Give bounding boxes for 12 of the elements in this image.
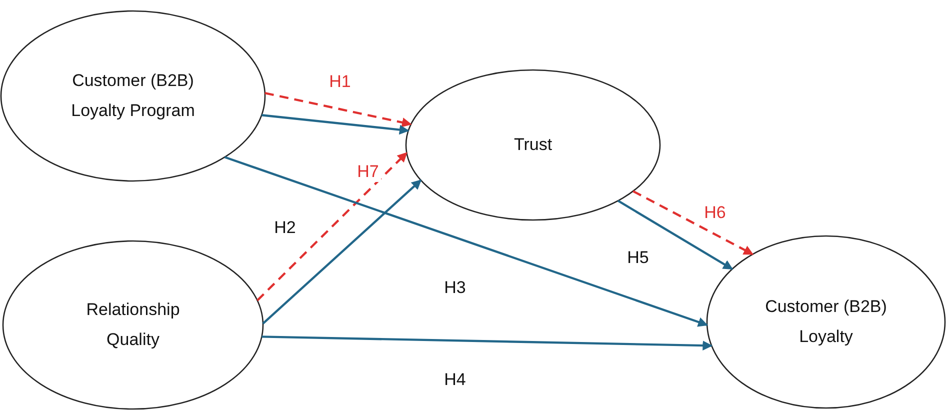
arrow	[262, 336, 713, 350]
arrow	[224, 156, 708, 327]
arrow	[262, 114, 410, 135]
construct-label: Customer (B2B) Loyalty	[764, 296, 888, 348]
dashed-arrow	[632, 190, 754, 256]
arrow	[617, 200, 734, 270]
dashed-arrow	[256, 152, 408, 302]
arrow	[262, 179, 422, 324]
construct-label: Relationship Quality	[85, 299, 181, 351]
construct-label: Trust	[512, 134, 554, 156]
dashed-arrow	[264, 92, 412, 128]
construct-label: Customer (B2B) Loyalty Program	[70, 70, 196, 122]
